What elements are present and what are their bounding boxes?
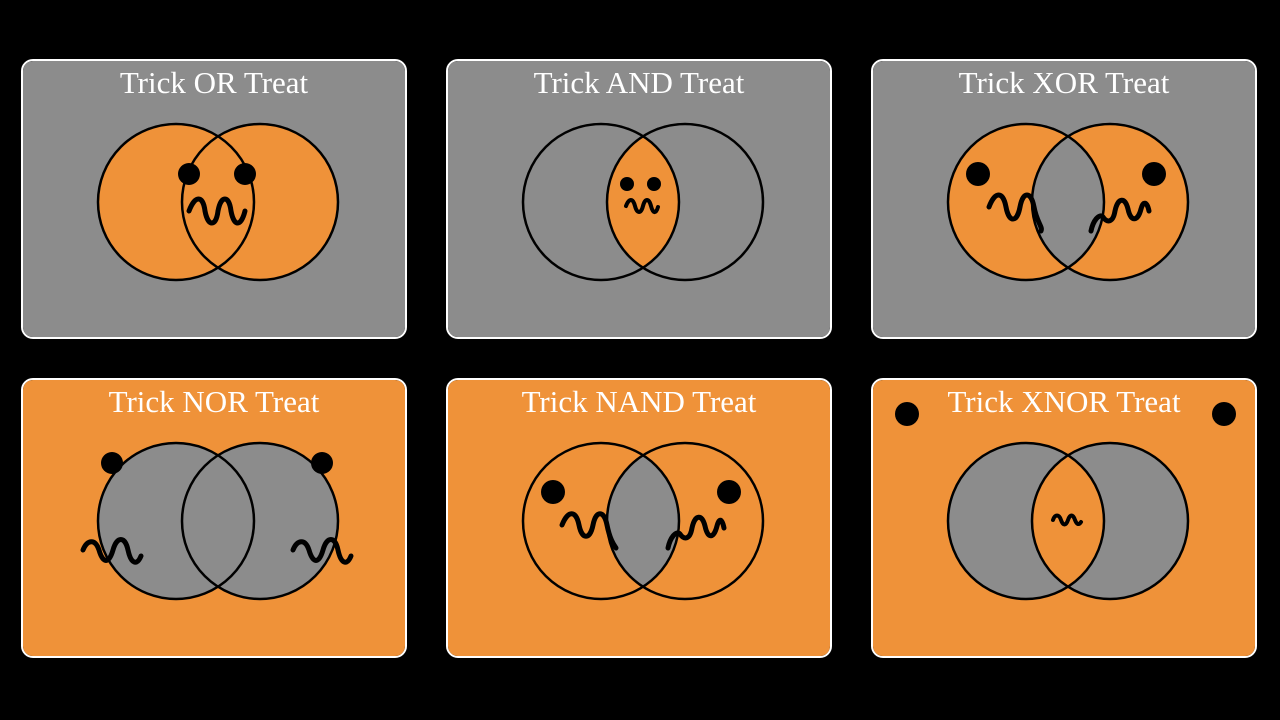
squiggle-mouth-icon (624, 198, 660, 215)
venn-xnor-intersection-fill (1032, 443, 1104, 599)
panel-xor: Trick XOR Treat (871, 59, 1257, 339)
left-squiggle-mouth-icon (986, 192, 1044, 234)
venn-and-left-outline (521, 122, 681, 282)
squiggle-mouth-icon (1051, 513, 1083, 527)
venn-nor (23, 380, 405, 656)
venn-nand-left-outline (521, 441, 681, 601)
venn-xnor-right-outline (1030, 441, 1190, 601)
right-squiggle-mouth-icon (665, 514, 727, 551)
venn-xor-left-outline (946, 122, 1106, 282)
right-eye-icon (717, 480, 741, 504)
left-eye-icon (178, 163, 200, 185)
panel-xnor-title: Trick XNOR Treat (947, 384, 1181, 419)
panel-xnor: Trick XNOR Treat (871, 378, 1257, 658)
venn-or-left-outline (96, 122, 256, 282)
left-eye-icon (541, 480, 565, 504)
venn-xnor-left-outline (946, 441, 1106, 601)
left-eye-icon (895, 402, 919, 426)
venn-or-right-outline (180, 122, 340, 282)
left-eye-icon (620, 177, 634, 191)
left-eye-icon (101, 452, 123, 474)
right-eye-icon (1142, 162, 1166, 186)
panel-or: Trick OR Treat (21, 59, 407, 339)
right-eye-icon (311, 452, 333, 474)
venn-nor-right-outline (180, 441, 340, 601)
venn-nor-left-outline (96, 441, 256, 601)
right-eye-icon (234, 163, 256, 185)
venn-nor-right-fill (182, 443, 338, 599)
panel-nand: Trick NAND Treat (446, 378, 832, 658)
panel-nor-title: Trick NOR Treat (108, 384, 320, 419)
right-squiggle-mouth-icon (290, 537, 354, 565)
panel-or-title: Trick OR Treat (119, 65, 309, 100)
venn-nand (448, 380, 830, 656)
left-eye-icon (966, 162, 990, 186)
left-squiggle-mouth-icon (559, 511, 619, 551)
venn-nand-intersection-fill (607, 443, 679, 599)
venn-or (23, 61, 405, 337)
right-eye-icon (647, 177, 661, 191)
panel-and-title: Trick AND Treat (533, 65, 745, 100)
venn-xor (873, 61, 1255, 337)
venn-xor-intersection-fill (1032, 124, 1104, 280)
venn-and-right-outline (605, 122, 765, 282)
panel-xor-title: Trick XOR Treat (958, 65, 1170, 100)
venn-or-right-fill (182, 124, 338, 280)
panel-nor: Trick NOR Treat (21, 378, 407, 658)
panel-and: Trick AND Treat (446, 59, 832, 339)
left-squiggle-mouth-icon (80, 537, 144, 565)
venn-xnor (873, 380, 1255, 656)
right-squiggle-mouth-icon (1088, 197, 1152, 234)
right-eye-icon (1212, 402, 1236, 426)
panel-nand-title: Trick NAND Treat (521, 384, 757, 419)
venn-and (448, 61, 830, 337)
squiggle-mouth-icon (186, 196, 248, 226)
venn-and-intersection-fill (607, 124, 679, 280)
